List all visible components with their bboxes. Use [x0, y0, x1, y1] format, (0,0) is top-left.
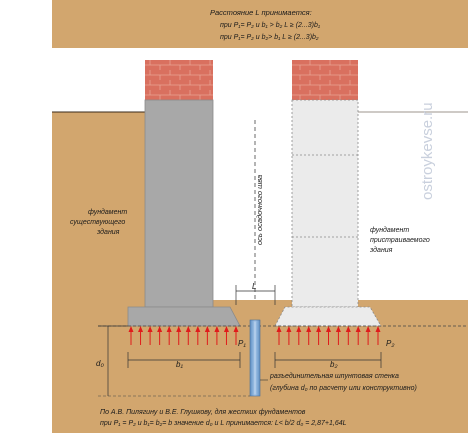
d0-label: d₀: [96, 359, 104, 368]
brick-wall-new: [292, 60, 358, 100]
pressure-arrow-P1-head: [204, 326, 210, 332]
pressure-arrow-P2-head: [335, 326, 341, 332]
L-label: L: [252, 282, 256, 291]
pressure-arrow-P2-head: [286, 326, 292, 332]
pressure-arrow-P2-head: [276, 326, 282, 332]
pressure-arrow-P1-head: [157, 326, 163, 332]
pressure-arrow-P1-head: [147, 326, 153, 332]
P2-label: P₂: [386, 339, 394, 348]
pressure-arrow-P2-head: [355, 326, 361, 332]
existing-foundation-footing: [127, 306, 241, 327]
pressure-arrow-P1-head: [166, 326, 172, 332]
header-band: [52, 0, 468, 48]
pressure-arrows-left: [128, 326, 239, 345]
pressure-arrow-P1-head: [138, 326, 144, 332]
new-foundation-footing: [274, 306, 382, 327]
pressure-arrow-P1-head: [214, 326, 220, 332]
pressure-arrow-P1-head: [233, 326, 239, 332]
pressure-arrow-P2-head: [375, 326, 381, 332]
new-foundation-wall: [291, 99, 359, 308]
pressure-arrow-P1-head: [176, 326, 182, 332]
pressure-arrow-P2-head: [306, 326, 312, 332]
b2-label: b₂: [330, 360, 338, 369]
pressure-arrow-P1-head: [185, 326, 191, 332]
header-line-1: Расстояние L принимается:: [210, 8, 312, 17]
P1-label: P₁: [238, 339, 246, 348]
watermark: ostroykevse.ru: [419, 102, 436, 200]
pressure-arrow-P2-head: [326, 326, 331, 332]
pressure-arrow-P1-head: [223, 326, 229, 332]
pressure-arrow-P2-head: [296, 326, 302, 332]
settlement-joint-axis-label: ось осадочного шва: [255, 175, 264, 245]
pressure-arrows-right: [276, 326, 381, 345]
pressure-arrow-P2-head: [316, 326, 322, 332]
sheet-pile-label: разъединительная шпунтовая стенка (глуби…: [269, 372, 417, 392]
existing-foundation-wall: [144, 99, 214, 308]
footer-text: По А.В. Пилягину и В.Е. Глушкову, для же…: [100, 408, 347, 427]
new-foundation-label: фундамент пристраиваемого здания: [369, 226, 432, 254]
pressure-arrow-P1-head: [128, 326, 134, 332]
pressure-arrow-P1-head: [195, 326, 201, 332]
header-line-2: при P₁= P₂ и b₁ > b₂ L ≥ (2...3)b₁: [220, 22, 321, 29]
brick-wall-existing: [145, 60, 213, 100]
header-line-3: при P₁= P₂ и b₂> b₁ L ≥ (2...3)b₂: [220, 34, 319, 41]
pressure-arrow-P2-head: [345, 326, 351, 332]
b1-label: b₁: [176, 360, 183, 369]
existing-foundation-label: фундамент существующего здания: [70, 208, 129, 236]
pressure-arrow-P2-head: [365, 326, 371, 332]
